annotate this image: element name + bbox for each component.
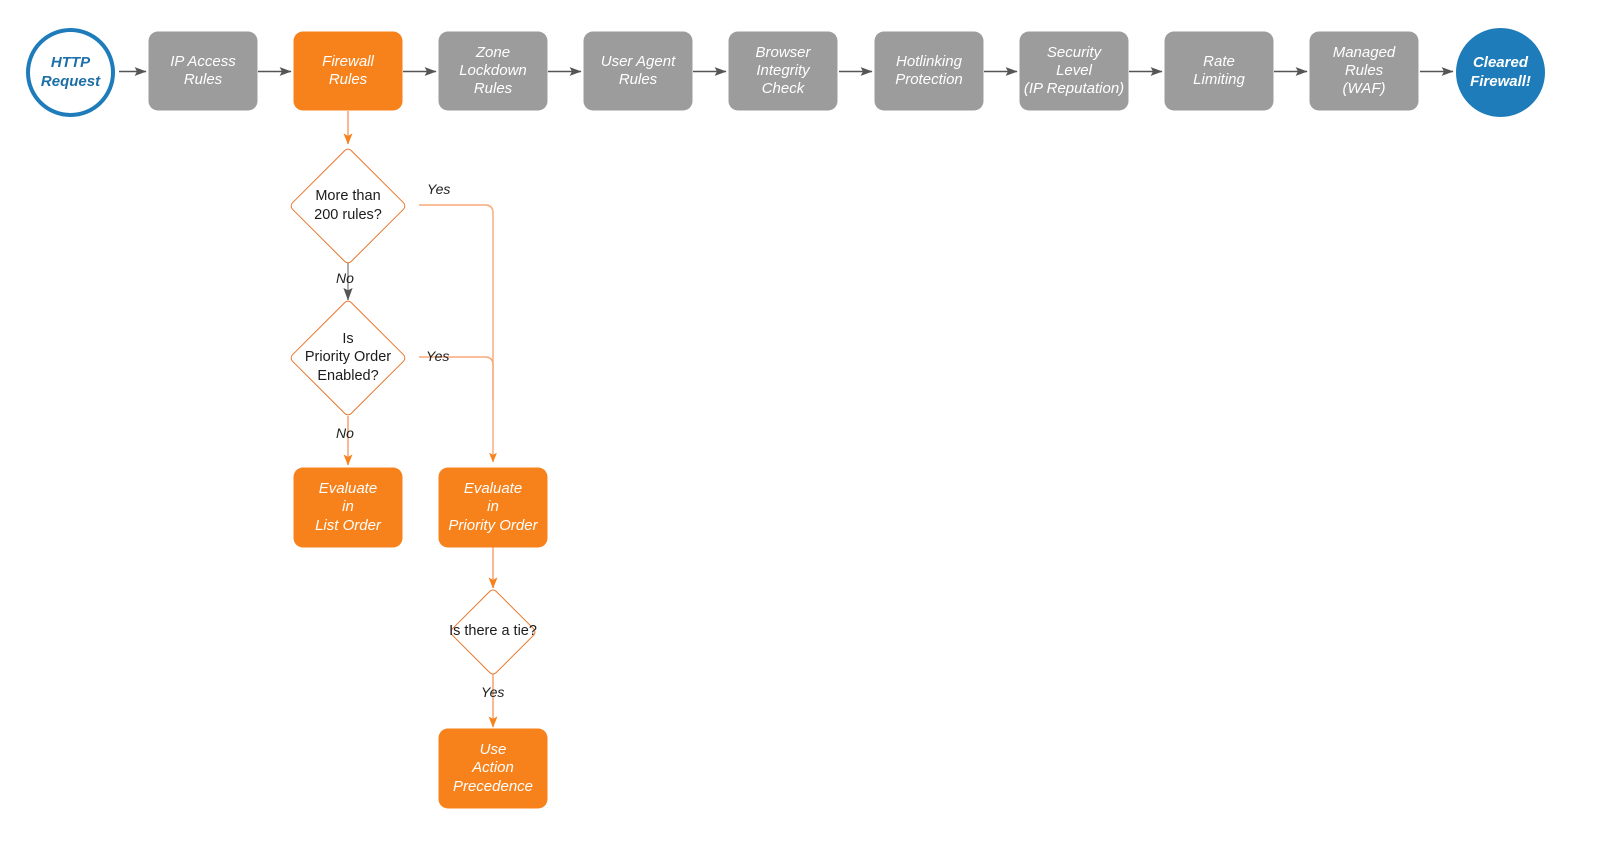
- node-evaluate-priority-order[interactable]: Evaluate in Priority Order: [439, 468, 547, 547]
- node-hotlinking-protection[interactable]: Hotlinking Protection: [875, 32, 983, 110]
- node-decision-more-than-200-rules[interactable]: More than 200 rules?: [278, 146, 418, 265]
- node-label: HTTP Request: [40, 54, 101, 90]
- node-security-level[interactable]: Security Level (IP Reputation): [1020, 32, 1128, 110]
- node-label: Use Action Precedence: [452, 741, 534, 795]
- node-use-action-precedence[interactable]: Use Action Precedence: [439, 729, 547, 808]
- node-label: Security Level (IP Reputation): [1023, 43, 1125, 98]
- node-label: Browser Integrity Check: [755, 43, 811, 98]
- edge-label-yes-tie: Yes: [481, 684, 505, 700]
- node-evaluate-list-order[interactable]: Evaluate in List Order: [294, 468, 402, 547]
- node-label: Firewall Rules: [322, 52, 374, 88]
- node-label: More than 200 rules?: [314, 188, 382, 223]
- node-browser-integrity-check[interactable]: Browser Integrity Check: [729, 32, 837, 110]
- node-rate-limiting[interactable]: Rate Limiting: [1165, 32, 1273, 110]
- node-http-request[interactable]: HTTP Request: [26, 28, 115, 117]
- edge-label-no-priority-order: No: [336, 425, 354, 441]
- edge-label-yes-priority-order: Yes: [426, 348, 450, 364]
- node-cleared-firewall[interactable]: Cleared Firewall!: [1456, 28, 1545, 117]
- node-firewall-rules[interactable]: Firewall Rules: [294, 32, 402, 110]
- node-label: IP Access Rules: [170, 52, 236, 88]
- edge-label-no-200-rules: No: [336, 270, 354, 286]
- node-label: Zone Lockdown Rules: [459, 43, 527, 98]
- node-label: Evaluate in List Order: [315, 480, 381, 534]
- node-label: Is there a tie?: [449, 623, 537, 640]
- node-label: Is Priority Order Enabled?: [304, 331, 392, 384]
- node-managed-rules-waf[interactable]: Managed Rules (WAF): [1310, 32, 1418, 110]
- node-label: Cleared Firewall!: [1470, 54, 1531, 90]
- node-label: Rate Limiting: [1193, 52, 1245, 88]
- node-label: Evaluate in Priority Order: [448, 480, 538, 534]
- node-label: User Agent Rules: [600, 52, 676, 88]
- node-ip-access-rules[interactable]: IP Access Rules: [149, 32, 257, 110]
- node-decision-is-priority-order-enabled[interactable]: Is Priority Order Enabled?: [278, 298, 418, 417]
- node-label: Hotlinking Protection: [895, 52, 963, 88]
- node-decision-is-there-a-tie[interactable]: Is there a tie?: [423, 586, 563, 677]
- node-user-agent-rules[interactable]: User Agent Rules: [584, 32, 692, 110]
- edge-label-yes-200-rules: Yes: [427, 181, 451, 197]
- node-label: Managed Rules (WAF): [1332, 43, 1396, 98]
- node-zone-lockdown-rules[interactable]: Zone Lockdown Rules: [439, 32, 547, 110]
